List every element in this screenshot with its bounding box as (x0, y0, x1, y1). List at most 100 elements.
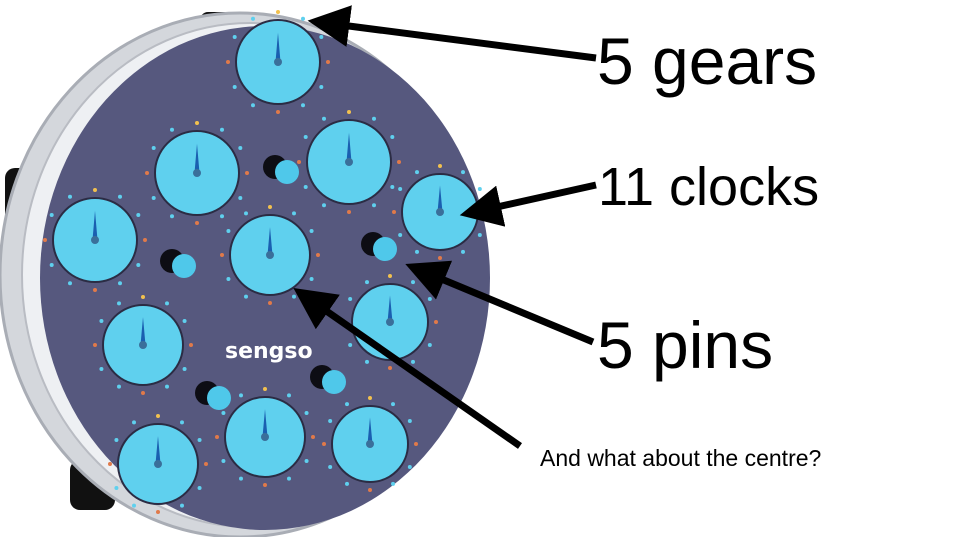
clock-tick (93, 188, 97, 192)
clock-tick (368, 396, 372, 400)
clock-tick (407, 465, 412, 469)
clock-tick (239, 476, 243, 481)
pin-button (373, 237, 397, 261)
clock-tick (316, 253, 320, 257)
arrow-pins (405, 260, 595, 346)
clock-tick (118, 281, 122, 286)
clock-tick (99, 367, 104, 371)
clock[interactable] (108, 414, 208, 514)
clock-tick (244, 211, 248, 216)
pin[interactable] (361, 232, 397, 261)
clock-tick (276, 110, 280, 114)
clock-tick (43, 238, 47, 242)
clock-tick (118, 194, 122, 199)
clocks (43, 10, 488, 514)
clock-tick (156, 510, 160, 514)
label-pins: 5 pins (597, 308, 774, 382)
pin[interactable] (195, 381, 231, 410)
clock-tick (287, 476, 291, 481)
clock-hub (193, 169, 201, 177)
label-gears: 5 gears (597, 24, 818, 98)
clock-tick (303, 185, 308, 189)
clock-tick (180, 420, 184, 425)
clock[interactable] (93, 295, 193, 395)
clock[interactable] (215, 387, 315, 487)
clock-hand (262, 409, 268, 437)
clock-tick (226, 60, 230, 64)
arrows (293, 5, 597, 449)
clock-tick (301, 103, 305, 108)
clock-tick (244, 294, 248, 299)
clock-tick (391, 481, 395, 486)
clock-hub (345, 158, 353, 166)
clock-tick (263, 387, 267, 391)
clock-hand (346, 132, 352, 162)
clock-tick (287, 393, 291, 398)
pin-button (275, 160, 299, 184)
clock-tick (220, 127, 224, 132)
clock-tick (328, 419, 333, 423)
clock[interactable] (392, 164, 488, 260)
clock-hand (437, 185, 443, 212)
clock-tick (292, 294, 296, 299)
clock-tick (68, 281, 72, 286)
clock-tick (372, 203, 376, 208)
pin-button (172, 254, 196, 278)
clock-tick (390, 135, 395, 139)
clock-hub (266, 251, 274, 259)
clock-hand (387, 295, 393, 322)
clock-hub (274, 58, 282, 66)
clock-tick (49, 263, 54, 267)
clock-tick (156, 414, 160, 418)
clock[interactable] (297, 110, 401, 214)
clock-tick (197, 438, 202, 442)
clock-tick (239, 393, 243, 398)
clock-hub (366, 440, 374, 448)
clock-tick (411, 280, 415, 285)
clock[interactable] (43, 188, 147, 292)
clock-tick (415, 170, 419, 175)
clock-tick (328, 465, 333, 469)
clock-tick (348, 297, 353, 301)
clock-hub (261, 433, 269, 441)
clock-tick (93, 343, 97, 347)
clock-tick (415, 249, 419, 254)
pin-button (322, 370, 346, 394)
clock-hand (267, 227, 273, 255)
clock[interactable] (145, 121, 249, 225)
pin[interactable] (310, 365, 346, 394)
arrow-centre (293, 287, 523, 449)
clock[interactable] (322, 396, 418, 492)
clock-tick (170, 214, 174, 219)
clock-tick (197, 486, 202, 490)
clock-tick (232, 85, 237, 89)
clock-tick (348, 343, 353, 347)
clock-tick (238, 196, 243, 200)
clock-tick (319, 85, 324, 89)
clock-tick (143, 238, 147, 242)
clock-tick (226, 277, 231, 281)
pin[interactable] (263, 155, 299, 184)
clock-tick (303, 135, 308, 139)
pin[interactable] (160, 249, 196, 278)
clock[interactable] (226, 10, 330, 114)
clock-tick (151, 196, 156, 200)
clock-tick (263, 483, 267, 487)
clock-tick (368, 488, 372, 492)
clock-tick (461, 170, 465, 175)
clock-tick (132, 503, 136, 508)
clock-tick (322, 203, 326, 208)
clock-tick (347, 210, 351, 214)
clock-tick (93, 288, 97, 292)
clock-tick (304, 459, 309, 463)
clock-tick (114, 438, 119, 442)
clock-tick (388, 274, 392, 278)
clock-tick (397, 160, 401, 164)
clock-tick (195, 221, 199, 225)
clock-tick (477, 233, 482, 237)
clock-tick (372, 116, 376, 121)
clock-tick (114, 486, 119, 490)
clock-tick (141, 391, 145, 395)
